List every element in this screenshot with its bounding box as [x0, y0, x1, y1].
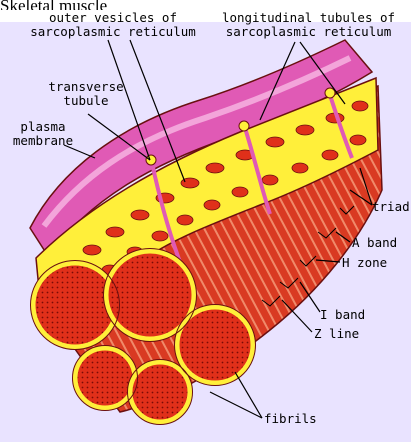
- label-outer-vesicles: outer vesicles of sarcoplasmic reticulum: [28, 11, 198, 39]
- label-a-band: A band: [352, 236, 397, 250]
- label-longitudinal-tubules: longitudinal tubules of sarcoplasmic ret…: [216, 11, 401, 39]
- label-z-line: Z line: [314, 327, 359, 341]
- label-i-band: I band: [320, 308, 365, 322]
- label-triad: triad: [372, 200, 410, 214]
- label-longitudinal-tubules-line1: longitudinal tubules of: [216, 11, 401, 25]
- label-longitudinal-tubules-line2: sarcoplasmic reticulum: [216, 25, 401, 39]
- label-fibrils: fibrils: [264, 412, 317, 426]
- label-outer-vesicles-line1: outer vesicles of: [28, 11, 198, 25]
- label-outer-vesicles-line2: sarcoplasmic reticulum: [28, 25, 198, 39]
- label-transverse-tubule-line1: transverse: [40, 80, 132, 94]
- label-transverse-tubule-line2: tubule: [40, 94, 132, 108]
- label-plasma-membrane: plasma membrane: [5, 120, 81, 148]
- label-transverse-tubule: transverse tubule: [40, 80, 132, 108]
- label-plasma-membrane-line2: membrane: [5, 134, 81, 148]
- label-plasma-membrane-line1: plasma: [5, 120, 81, 134]
- label-h-zone: H zone: [342, 256, 387, 270]
